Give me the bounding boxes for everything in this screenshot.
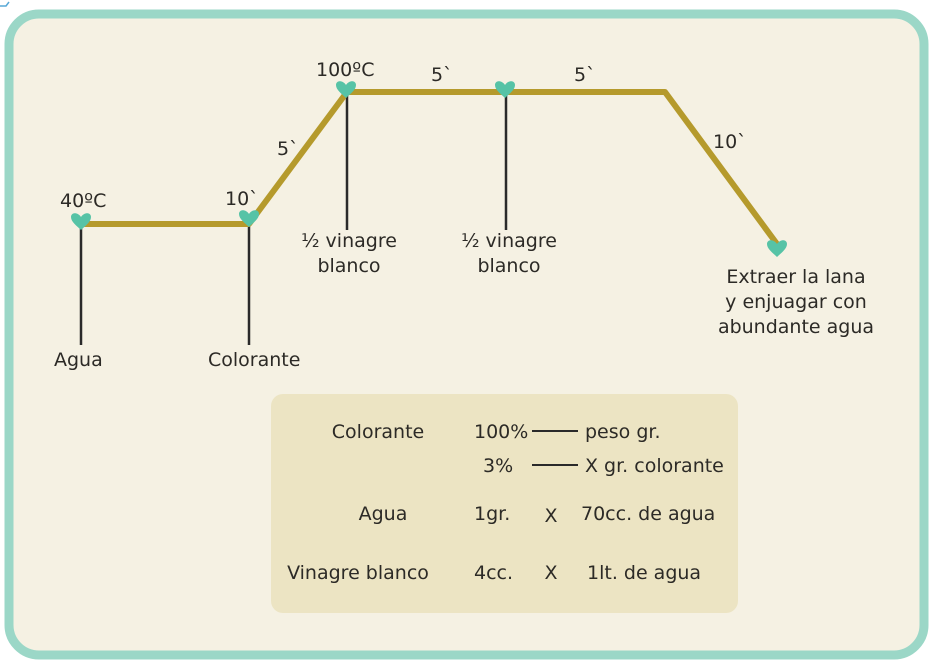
agua-row-qty: 1gr. [474,503,510,525]
agua-row-x: X [544,505,557,527]
vinagre-row-qty: 4cc. [474,562,513,584]
temp-start-label: 40ºC [60,190,106,212]
time-first-plateau-label: 10` [225,188,259,210]
time-ramp-up-label: 5` [277,138,299,160]
colorante-row2-result: X gr. colorante [585,455,724,477]
vinagre-row-result: 1lt. de agua [587,562,701,584]
vinagre-row-label: Vinagre blanco [287,562,429,584]
corner-fold-mark [0,1,10,7]
heart-marker-icon [767,240,787,257]
heart-marker-icon [239,210,259,227]
vinagre-row-x: X [544,562,557,584]
colorante-row1-qty: 100% [474,421,528,443]
end-note-line-1: Extraer la lana [726,266,865,288]
time-second-plateau-b-label: 5` [574,64,596,86]
recipe-table-background [271,394,738,613]
stem-vinagre-1-caption-line-2: blanco [317,255,380,277]
stems [79,92,508,345]
recipe-table: Colorante 100% peso gr. 3% X gr. coloran… [271,394,738,613]
colorante-row1-result: peso gr. [585,421,660,443]
stem-vinagre-2-caption-line-2: blanco [477,255,540,277]
time-second-plateau-a-label: 5` [431,64,453,86]
heart-marker-icon [71,213,91,230]
temp-boil-label: 100ºC [316,59,374,81]
heart-marker-icon [336,81,356,98]
stem-agua-caption: Agua [54,349,103,371]
stem-vinagre-1-caption-line-1: ½ vinagre [301,230,397,252]
colorante-row-label: Colorante [332,421,424,443]
stem-colorante-caption: Colorante [208,349,300,371]
colorante-row2-qty: 3% [483,455,513,477]
time-cooling-label: 10` [713,131,747,153]
heart-marker-icon [495,81,515,98]
end-note-line-3: abundante agua [718,316,874,338]
heart-markers [71,81,787,257]
stem-vinagre-2-caption-line-1: ½ vinagre [461,230,557,252]
end-note-line-2: y enjuagar con [725,291,867,313]
agua-row-result: 70cc. de agua [581,503,715,525]
agua-row-label: Agua [359,503,408,525]
